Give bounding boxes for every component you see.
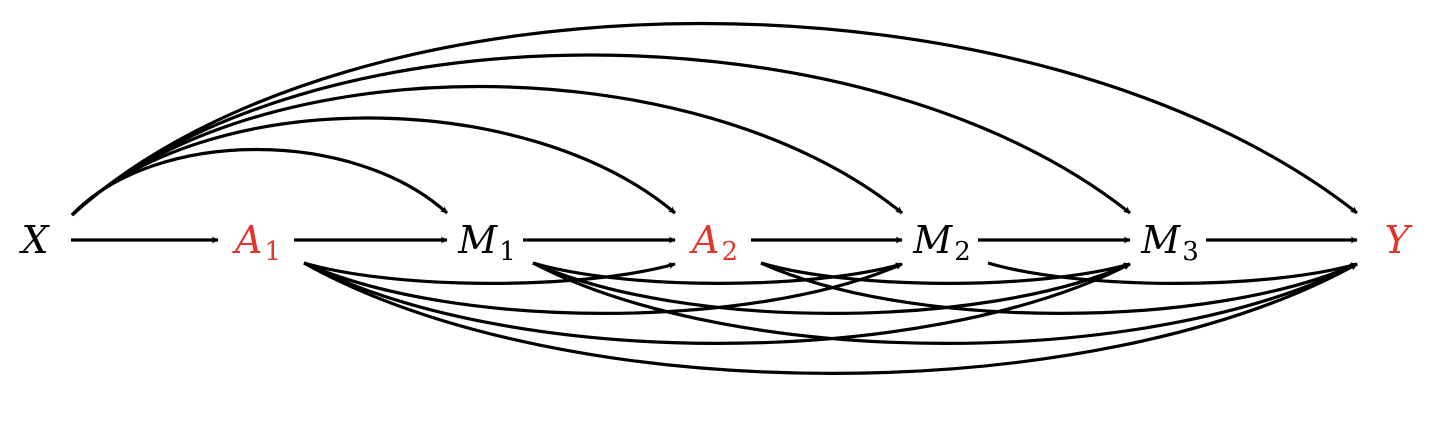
edge-X-to-M2 bbox=[70, 85, 904, 217]
edge-X-to-Y bbox=[70, 22, 1358, 217]
node-Y-label: Y bbox=[1384, 218, 1413, 262]
node-M1: M1 bbox=[457, 218, 515, 267]
node-M1-label: M bbox=[457, 218, 498, 262]
edges-layer bbox=[70, 22, 1358, 375]
node-A2-label: A bbox=[689, 218, 719, 262]
edge-A2-to-Y bbox=[760, 261, 1358, 315]
edge-M1-to-M2 bbox=[532, 261, 903, 285]
node-M2-label: M bbox=[912, 218, 953, 262]
edge-X-to-M3 bbox=[70, 53, 1131, 217]
edge-X-to-A2 bbox=[70, 116, 677, 217]
edge-X-to-M1 bbox=[70, 147, 449, 217]
edge-A1-to-M3 bbox=[303, 261, 1131, 345]
edge-A1-to-A2 bbox=[303, 261, 676, 285]
node-A1-label: A bbox=[232, 218, 262, 262]
edge-M2-to-Y bbox=[987, 261, 1358, 285]
node-A2: A2 bbox=[689, 218, 738, 267]
node-M2-subscript: 2 bbox=[954, 237, 971, 267]
node-M3-subscript: 3 bbox=[1182, 237, 1199, 267]
node-Y: Y bbox=[1384, 218, 1413, 262]
node-M3-label: M bbox=[1140, 218, 1181, 262]
edge-M1-to-Y bbox=[532, 261, 1358, 345]
node-A1-subscript: 1 bbox=[264, 237, 281, 267]
edge-M1-to-M3 bbox=[532, 261, 1131, 315]
node-X-label: X bbox=[18, 218, 50, 262]
node-M2: M2 bbox=[912, 218, 970, 267]
node-A1: A1 bbox=[232, 218, 281, 267]
node-M3: M3 bbox=[1140, 218, 1198, 267]
node-M1-subscript: 1 bbox=[499, 237, 516, 267]
edge-A1-to-Y bbox=[303, 261, 1358, 375]
node-X: X bbox=[18, 218, 50, 262]
edge-A2-to-M3 bbox=[760, 261, 1131, 285]
node-A2-subscript: 2 bbox=[721, 237, 738, 267]
